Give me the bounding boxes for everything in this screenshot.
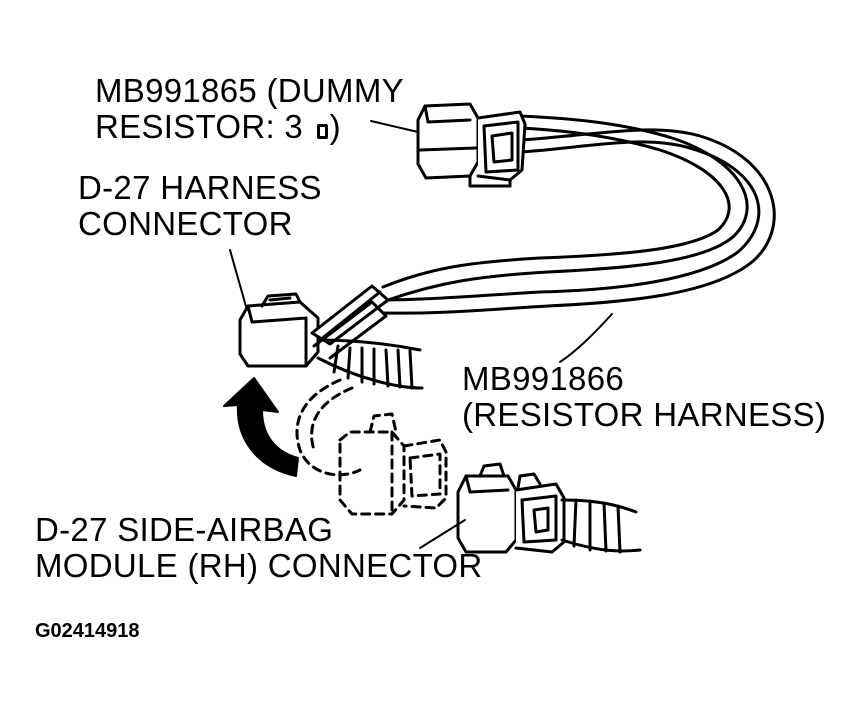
resistor-harness-label: MB991866 (RESISTOR HARNESS) [462,361,826,433]
side-airbag-module-connector [419,462,642,554]
disconnected-module-connector-dashed [295,378,448,516]
harness-connector-label-line2: CONNECTOR [78,205,293,242]
ohm-box-icon [316,124,328,139]
resistor-harness-label-line1: MB991866 [462,360,625,397]
dummy-resistor-label-line2-b: ) [329,108,341,145]
dummy-resistor-label-line1: MB991865 (DUMMY [95,72,404,109]
harness-connector-label: D-27 HARNESS CONNECTOR [78,170,322,242]
curved-arrow-icon [223,377,299,477]
dummy-resistor-label-line2: RESISTOR: 3 ) [95,109,404,145]
harness-connector-label-line1: D-27 HARNESS [78,169,322,206]
module-connector-label-line1: D-27 SIDE-AIRBAG [35,511,334,548]
resistor-harness-cable [376,114,776,363]
module-connector-label-line2: MODULE (RH) CONNECTOR [35,547,483,584]
dummy-resistor-label-line2-a: RESISTOR: 3 [95,108,313,145]
dummy-resistor-connector [370,102,527,188]
module-connector-label: D-27 SIDE-AIRBAG MODULE (RH) CONNECTOR [35,512,483,584]
dummy-resistor-label: MB991865 (DUMMY RESISTOR: 3 ) [95,73,404,145]
figure-id: G02414918 [35,620,140,642]
harness-connector [229,249,424,390]
resistor-harness-label-line2: (RESISTOR HARNESS) [462,396,827,433]
